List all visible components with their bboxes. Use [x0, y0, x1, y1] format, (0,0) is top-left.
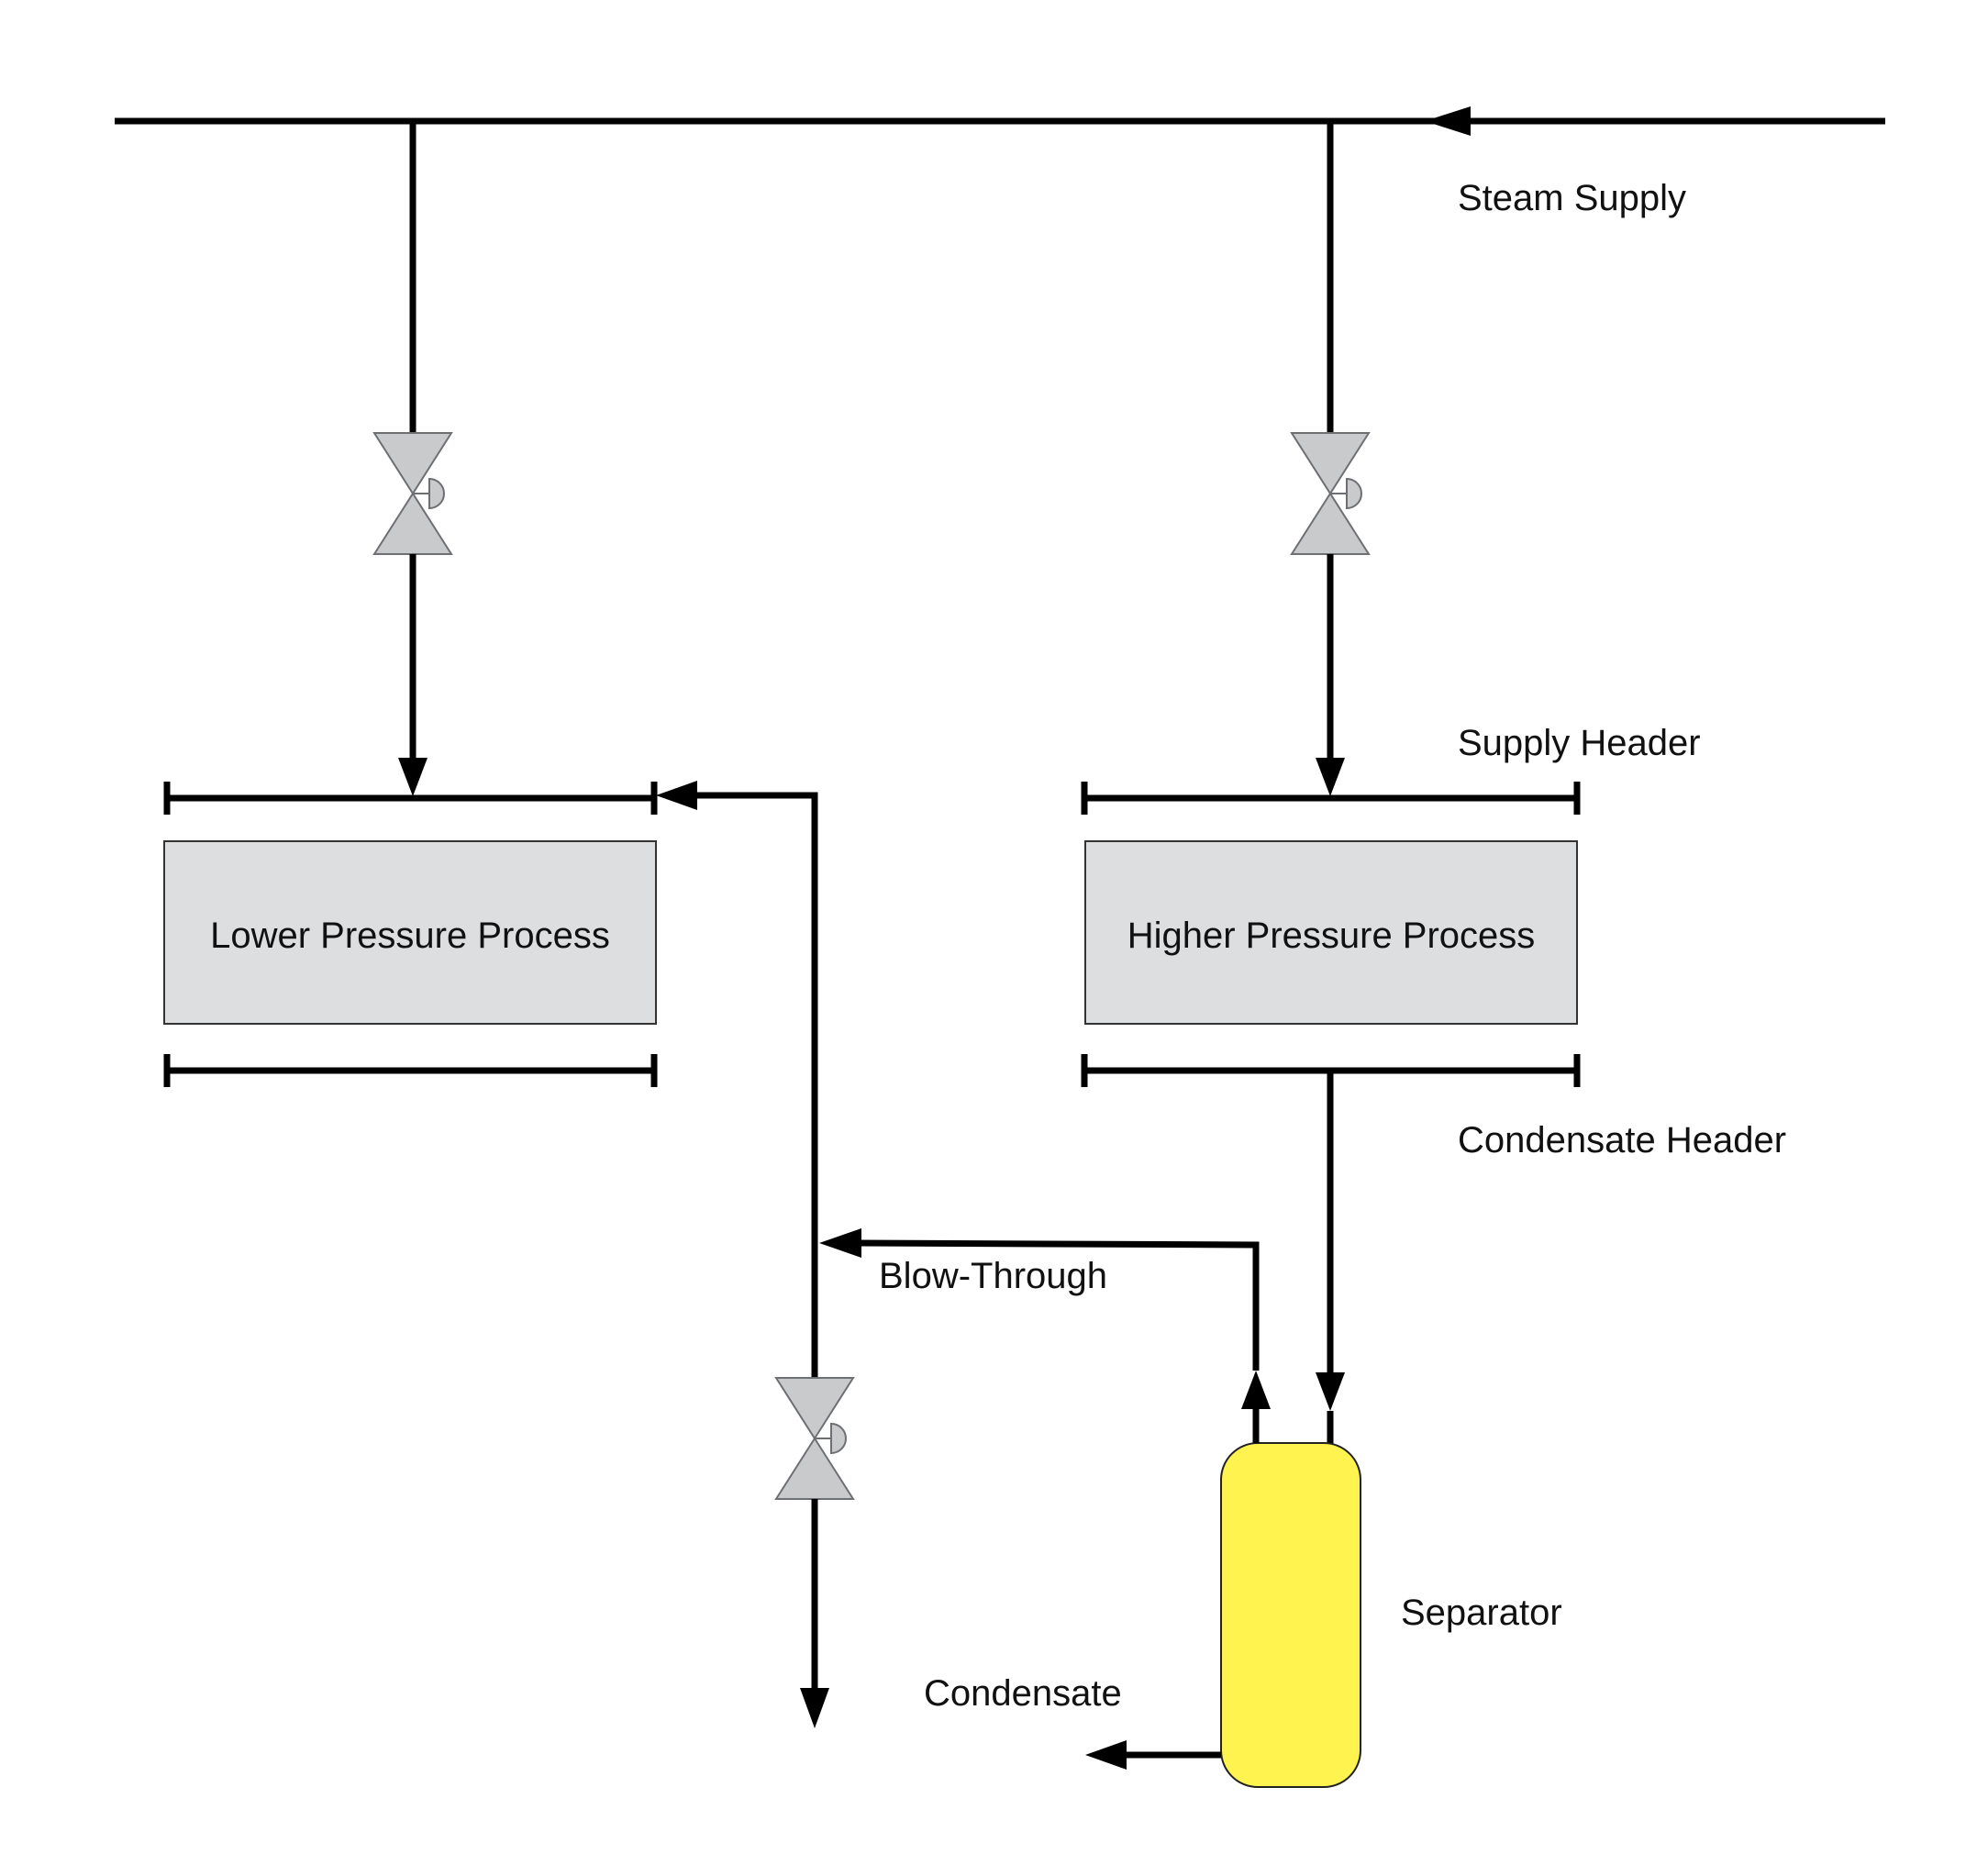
separator-label: Separator [1401, 1593, 1562, 1633]
higher-pressure-process-box[interactable] [1084, 840, 1578, 1025]
left-valve-actuator [428, 477, 445, 510]
lower-pressure-process-box[interactable] [163, 840, 657, 1025]
condensate-to-separator-arrow [1316, 1372, 1345, 1411]
separator-vessel[interactable] [1220, 1442, 1361, 1788]
return-to-lower-header-arrow [656, 781, 697, 810]
right-control-valve[interactable] [1290, 432, 1371, 555]
return-to-lower-header-pipe [697, 792, 818, 1378]
blow-through-label: Blow-Through [879, 1256, 1107, 1296]
valve-outlet-arrow [800, 1688, 829, 1728]
steam-supply-arrow [1425, 106, 1471, 136]
blow-through-up-arrow [1241, 1371, 1271, 1409]
supply-header-label: Supply Header [1458, 723, 1701, 763]
condensate-outlet-arrow [1085, 1740, 1127, 1770]
left-valve-upper-triangle [372, 432, 453, 495]
condensate-header-label: Condensate Header [1458, 1120, 1786, 1160]
right-valve-actuator [1346, 477, 1362, 510]
higher-pressure-process-label: Higher Pressure Process [1127, 916, 1536, 956]
blow-through-control-valve[interactable] [774, 1377, 855, 1500]
condensate-label: Condensate [924, 1673, 1122, 1714]
lower-pressure-process-label: Lower Pressure Process [210, 916, 610, 956]
blow-through-line [857, 1239, 1260, 1371]
right-valve-upper-triangle [1290, 432, 1371, 495]
right-branch-arrow [1316, 758, 1345, 796]
left-branch-arrow [398, 758, 428, 796]
left-control-valve[interactable] [372, 432, 453, 555]
blow-through-valve-upper-triangle [774, 1377, 855, 1440]
blow-through-left-arrow [819, 1228, 861, 1258]
steam-supply-label: Steam Supply [1458, 178, 1686, 218]
blow-through-valve-actuator [830, 1422, 847, 1455]
